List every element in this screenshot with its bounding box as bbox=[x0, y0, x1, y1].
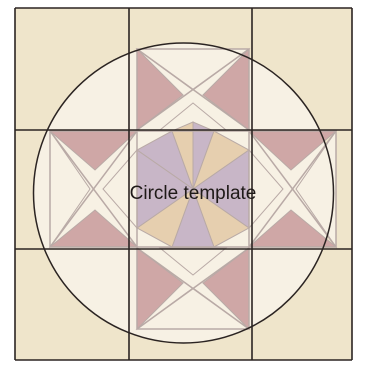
circle-template-label: Circle template bbox=[130, 183, 257, 204]
